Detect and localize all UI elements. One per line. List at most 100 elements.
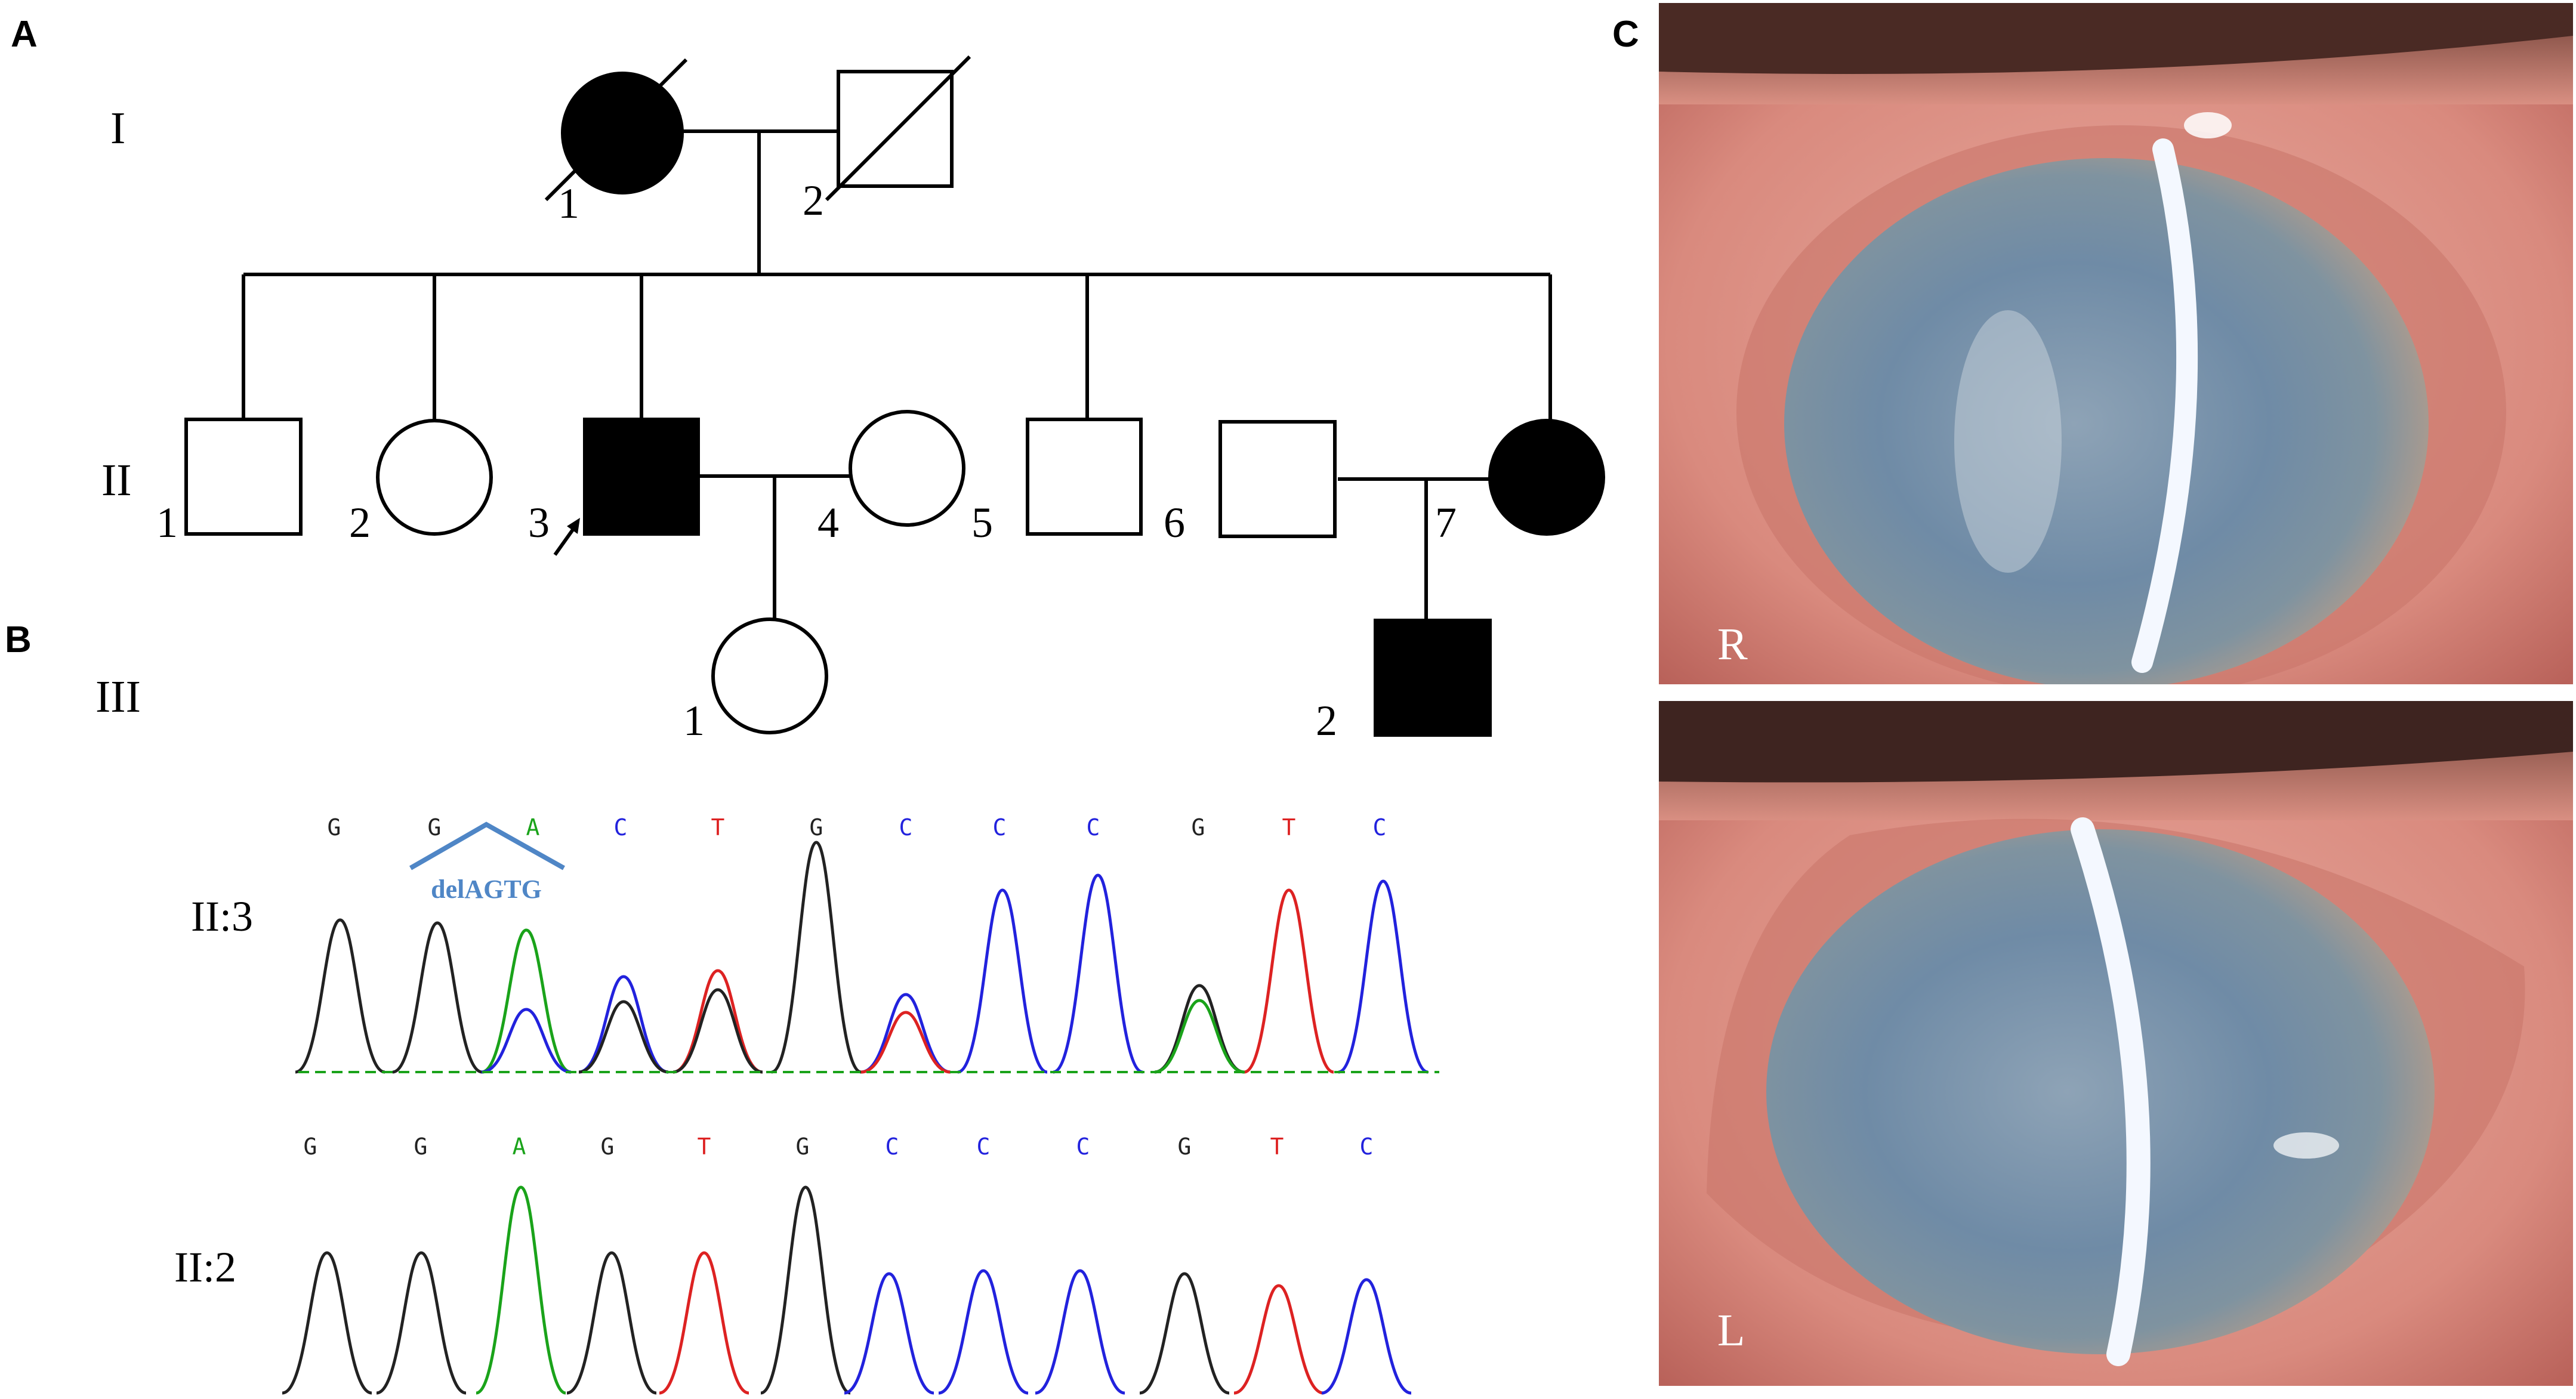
- chromatogram-peak: [844, 1272, 934, 1395]
- deletion-bracket: [409, 822, 565, 870]
- chromatogram-peak: [1338, 879, 1429, 1074]
- chromatogram-peak: [860, 1011, 951, 1074]
- deceased-mark-I1: [544, 58, 688, 202]
- base-call: T: [711, 814, 725, 841]
- chromatogram-peak: [672, 969, 763, 1074]
- eye-label-left: L: [1717, 1305, 1745, 1355]
- base-call: G: [601, 1134, 615, 1160]
- base-call: G: [304, 1134, 317, 1160]
- corneal-opacity: [1954, 310, 2062, 573]
- generation-label-I: I: [110, 103, 125, 153]
- eye-label-right: R: [1717, 619, 1748, 669]
- chromatogram-peak: [672, 988, 763, 1074]
- eyelashes: [1659, 3, 2573, 74]
- base-call: C: [1087, 814, 1100, 841]
- individual-I1-affected-female: [561, 72, 684, 194]
- chromatogram-peak: [1154, 999, 1245, 1074]
- chromatogram-peak: [1154, 984, 1245, 1074]
- chromatogram-peak: [957, 888, 1048, 1074]
- slit-lamp-beam: [2131, 138, 2198, 673]
- individual-label-II4: 4: [817, 499, 839, 546]
- trace-label-II2: II:2: [174, 1243, 236, 1291]
- photo-right-eye: R: [1659, 3, 2573, 684]
- panel-b: B II:3 G G A C T G C C C G T C delAGTG: [5, 619, 1439, 1395]
- individual-label-II3: 3: [528, 499, 550, 546]
- base-call: A: [526, 814, 540, 841]
- chromatogram-peak: [376, 1251, 467, 1395]
- base-call: G: [414, 1134, 428, 1160]
- individual-label-III1: 1: [683, 697, 705, 745]
- base-calls-II2: G G A G T G C C C G T C: [304, 1134, 1374, 1160]
- chromatogram-peak: [481, 1008, 572, 1074]
- individual-label-II2: 2: [349, 499, 371, 546]
- panel-a-label: A: [11, 14, 38, 55]
- base-call: C: [993, 814, 1007, 841]
- base-call: C: [977, 1134, 991, 1160]
- base-calls-II3: G G A C T G C C C G T C: [328, 814, 1387, 841]
- cornea: [1766, 829, 2435, 1354]
- individual-II7-affected-female: [1488, 419, 1605, 536]
- chromatogram-II2: II:2 G G A G T G C C C G T C: [174, 1134, 1412, 1395]
- chromatogram-peak: [938, 1269, 1029, 1395]
- chromatogram-peak: [578, 1000, 669, 1074]
- chromatogram-peak: [1244, 888, 1334, 1074]
- base-call: C: [899, 814, 913, 841]
- individual-label-I1: 1: [558, 180, 579, 227]
- base-call: G: [428, 814, 442, 841]
- chromatogram-peak: [578, 975, 669, 1074]
- individual-II6-male: [1218, 420, 1337, 538]
- base-call: G: [1192, 814, 1205, 841]
- base-call: C: [1076, 1134, 1090, 1160]
- individual-II4-female: [849, 410, 965, 527]
- slit-lamp-beam: [2071, 817, 2151, 1366]
- chromatogram-peak: [1053, 873, 1143, 1074]
- chromatogram-peak: [566, 1251, 657, 1395]
- base-call: C: [1373, 814, 1387, 841]
- trace-peaks-II2: [282, 1185, 1412, 1395]
- chromatogram-peak: [771, 841, 862, 1074]
- cornea: [1784, 158, 2429, 684]
- base-call: T: [1270, 1134, 1284, 1160]
- chromatogram-peak: [1233, 1284, 1324, 1395]
- individual-label-II6: 6: [1164, 499, 1185, 546]
- panel-c: C R: [1612, 3, 2573, 1386]
- individual-II1-male: [184, 418, 303, 536]
- chromatogram-peak: [1035, 1269, 1125, 1395]
- chromatogram-peak: [295, 918, 385, 1074]
- panel-a: A I II III 1 2 1 2: [11, 14, 1605, 745]
- individual-label-II7: 7: [1435, 499, 1457, 546]
- panel-b-label: B: [5, 619, 32, 660]
- trace-label-II3: II:3: [191, 892, 253, 940]
- base-call: G: [1178, 1134, 1192, 1160]
- photo-left-eye: L: [1659, 701, 2573, 1386]
- base-call: G: [810, 814, 823, 841]
- generation-label-II: II: [101, 455, 132, 505]
- chromatogram-peak: [760, 1185, 851, 1395]
- individual-II5-male: [1026, 418, 1143, 536]
- individual-label-III2: 2: [1316, 697, 1337, 745]
- base-call: T: [1282, 814, 1296, 841]
- individual-III2-affected-male: [1374, 619, 1492, 737]
- chromatogram-peak: [1321, 1278, 1412, 1395]
- trace-peaks-II3: [295, 841, 1429, 1074]
- generation-label-III: III: [95, 672, 141, 722]
- chromatogram-peak: [1139, 1272, 1230, 1395]
- pedigree-lines: [242, 129, 1552, 620]
- individual-III1-female: [711, 617, 828, 734]
- deletion-annotation: delAGTG: [431, 875, 542, 904]
- individual-label-II5: 5: [971, 499, 993, 546]
- base-call: A: [513, 1134, 526, 1160]
- base-call: G: [328, 814, 341, 841]
- eyelashes: [1659, 701, 2573, 783]
- chromatogram-peak: [860, 993, 951, 1074]
- base-call: G: [796, 1134, 810, 1160]
- individual-II3-affected-male-proband: [583, 418, 700, 536]
- base-call: C: [614, 814, 628, 841]
- base-call: T: [698, 1134, 711, 1160]
- individual-II2-female: [376, 419, 493, 536]
- base-call: C: [886, 1134, 899, 1160]
- individual-label-II1: 1: [156, 499, 178, 546]
- chromatogram-II3: II:3 G G A C T G C C C G T C delAGTG: [191, 814, 1439, 1074]
- individual-label-I2: 2: [803, 177, 824, 224]
